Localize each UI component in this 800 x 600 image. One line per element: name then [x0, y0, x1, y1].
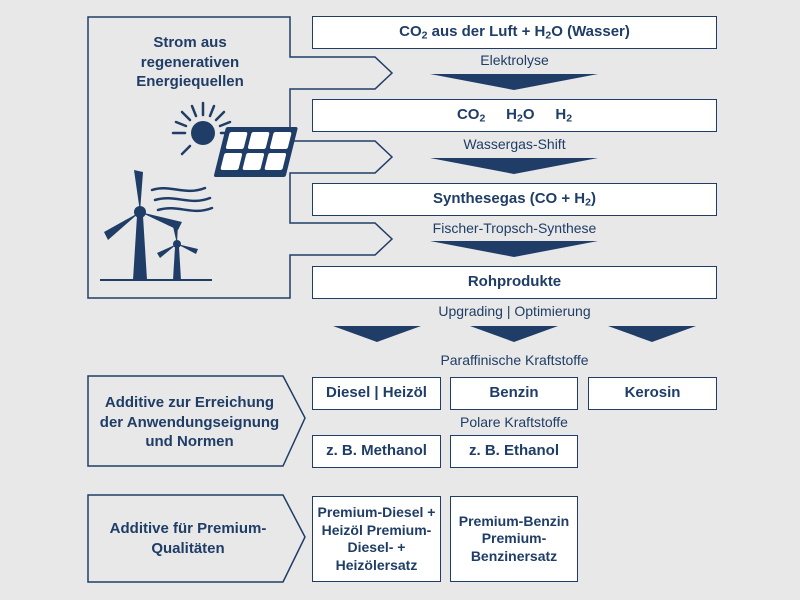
source-label: Strom aus regenerativen Energiequellen	[136, 34, 244, 90]
step-elektrolyse: Elektrolyse	[480, 52, 549, 68]
box-diesel: Diesel | Heizöl	[312, 377, 441, 410]
box-methanol: z. B. Methanol	[312, 435, 441, 468]
step-upgrading: Upgrading | Optimierung	[438, 303, 591, 319]
box-co2-air-water: CO2 aus der Luft + H2O (Wasser)	[312, 16, 717, 49]
step-fischer-tropsch: Fischer-Tropsch-Synthese	[432, 220, 597, 236]
box-premium-benzin: Premium-Benzin Premium-Benzinersatz	[450, 496, 578, 582]
box-co2-h2o-h2: CO2 H2O H2	[312, 99, 717, 132]
polar-label: Polare Kraftstoffe	[460, 414, 568, 430]
down-arrow-3	[430, 241, 598, 257]
paraffin-label: Paraffinische Kraftstoffe	[440, 352, 589, 368]
solar-panel-icon	[213, 127, 298, 177]
box-premium-diesel: Premium-Diesel + Heizöl Premium-Diesel- …	[312, 496, 441, 582]
small-wind-turbine-icon	[157, 222, 198, 280]
down-arrow-kerosin	[608, 326, 696, 342]
down-arrow-diesel	[333, 326, 421, 342]
box-synthesegas: Synthesegas (CO + H2)	[312, 183, 717, 216]
norms-pentagon	[87, 375, 306, 467]
premium-pentagon	[87, 494, 306, 583]
wind-icon	[150, 186, 214, 213]
box-benzin: Benzin	[450, 377, 578, 410]
down-arrow-2	[430, 158, 598, 174]
box-rohprodukte: Rohprodukte	[312, 266, 717, 299]
additive-premium-label: Additive für Premium-Qualitäten	[109, 520, 267, 557]
down-arrow-1	[430, 74, 598, 90]
box-kerosin: Kerosin	[588, 377, 717, 410]
box-ethanol: z. B. Ethanol	[450, 435, 578, 468]
additive-norms-label: Additive zur Erreichung der Anwendungsei…	[99, 394, 280, 450]
down-arrow-benzin	[470, 326, 558, 342]
wind-turbine-icon	[104, 170, 182, 280]
step-wassergas-shift: Wassergas-Shift	[463, 136, 566, 152]
